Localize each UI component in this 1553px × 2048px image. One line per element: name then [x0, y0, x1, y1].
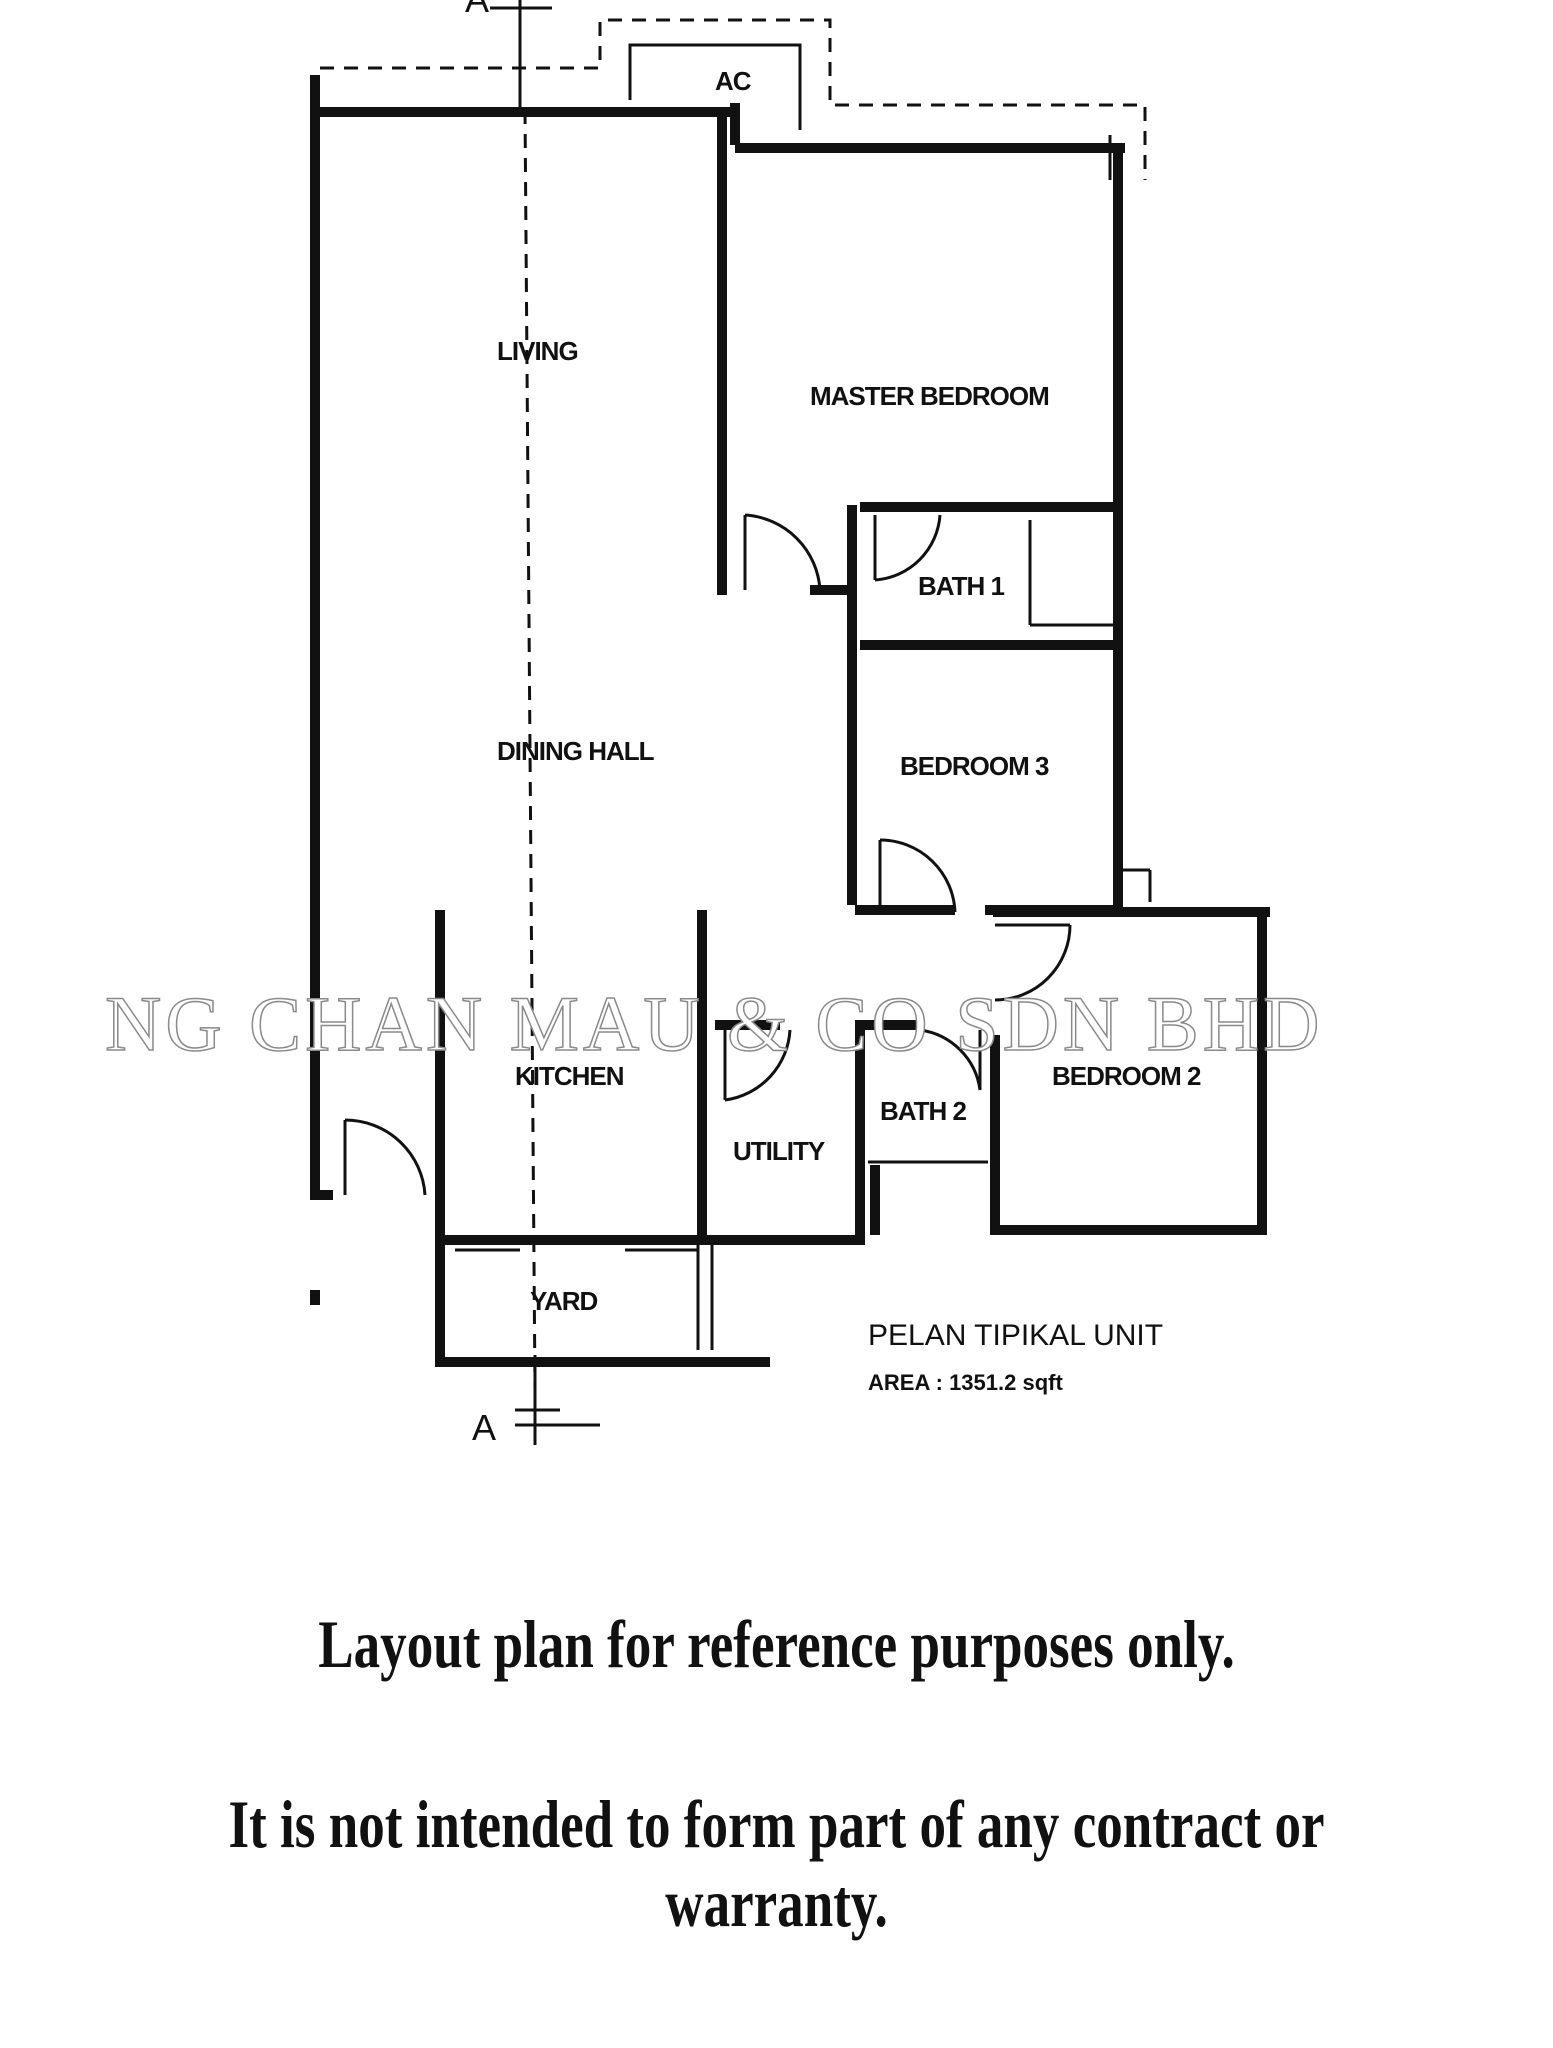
room-label-kitchen: KITCHEN [515, 1061, 624, 1091]
room-label-bedroom3: BEDROOM 3 [900, 751, 1049, 781]
room-label-living: LIVING [497, 336, 578, 366]
plan-title: PELAN TIPIKAL UNIT [868, 1319, 1163, 1352]
room-label-ac: AC [715, 66, 752, 96]
room-label-master-bedroom: MASTER BEDROOM [810, 381, 1049, 411]
room-label-bath2: BATH 2 [880, 1096, 967, 1126]
doors [343, 513, 1072, 1196]
room-label-dining-hall: DINING HALL [497, 736, 655, 766]
room-label-bath1: BATH 1 [918, 571, 1005, 601]
balcony-outline [320, 18, 1147, 180]
disclaimer-line-2: It is not intended to form part of any c… [228, 1786, 1325, 1941]
watermark-text: NG CHAN MAU & CO SDN BHD [105, 980, 1323, 1067]
room-label-yard: YARD [530, 1286, 598, 1316]
plan-area: AREA : 1351.2 sqft [868, 1370, 1063, 1395]
section-marker-bottom: A [472, 1407, 496, 1448]
walls [310, 75, 1270, 1367]
room-label-bedroom2: BEDROOM 2 [1052, 1061, 1201, 1091]
room-label-utility: UTILITY [733, 1136, 825, 1166]
section-marker-top: A [465, 0, 489, 20]
section-line [490, 0, 600, 1445]
disclaimer-line-1: Layout plan for reference purposes only. [318, 1606, 1235, 1682]
